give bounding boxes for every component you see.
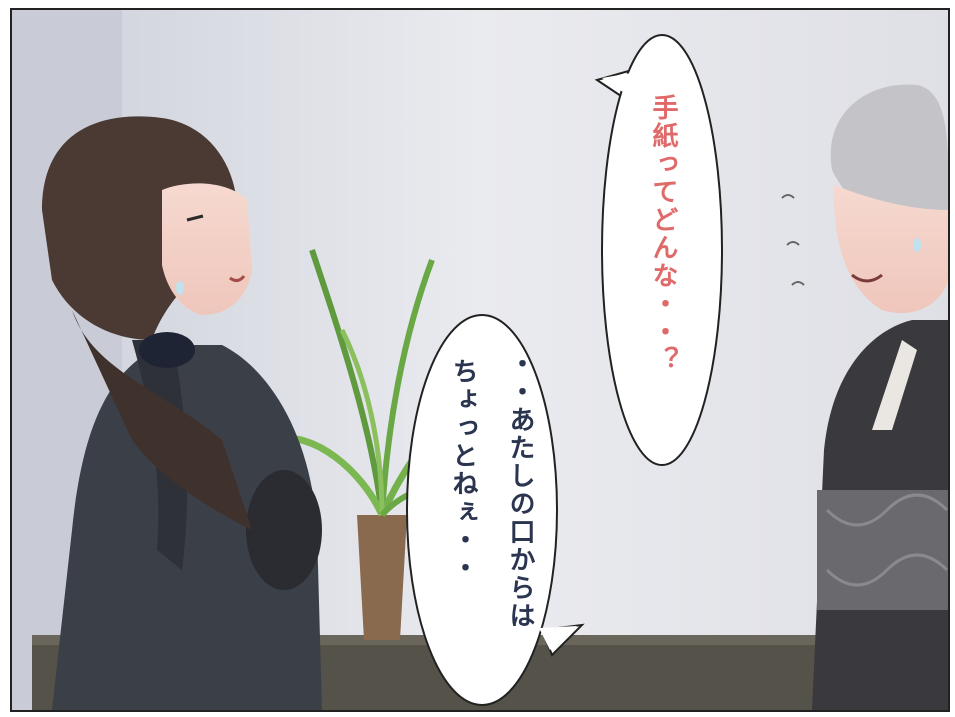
sweat-drop-icon <box>913 238 921 252</box>
speech-bottom-text-line2: ちょっとねぇ・・ <box>448 358 478 582</box>
exclamation-lines-icon <box>781 194 805 286</box>
woman-character <box>42 116 322 710</box>
speech-top-text: 手紙ってどんな・・？ <box>648 94 678 374</box>
speech-bubble-bottom <box>406 314 585 706</box>
comic-panel: 手紙ってどんな・・？ ・・あたしの口からは ちょっとねぇ・・ <box>10 8 950 712</box>
scene-illustration <box>12 10 948 710</box>
speech-bottom-text-line1: ・・あたしの口からは <box>505 350 535 630</box>
elderly-woman-character <box>781 84 948 710</box>
sweat-drop-icon <box>176 281 184 295</box>
speech-bubble-top <box>594 34 723 466</box>
